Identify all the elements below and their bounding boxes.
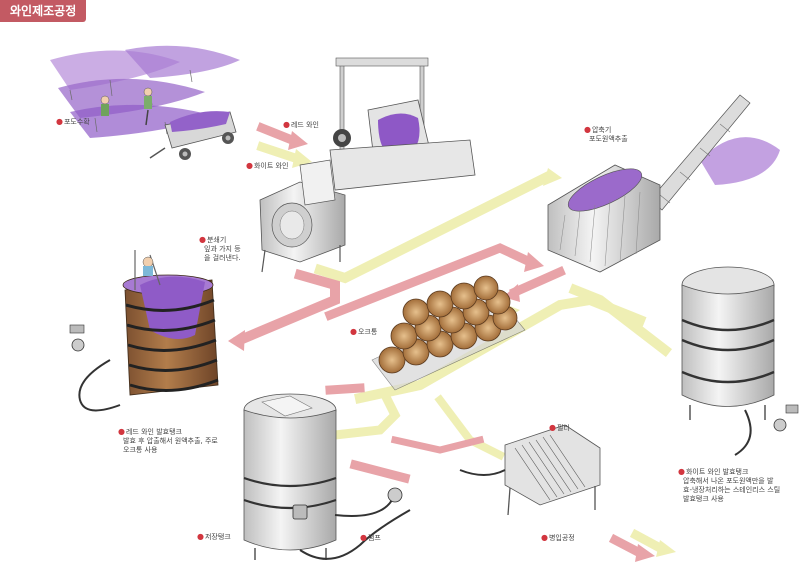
white-arrow-head-1 xyxy=(292,149,312,168)
oak-barrels xyxy=(371,275,526,391)
marker-dot-icon: ● xyxy=(584,125,591,134)
red-arrow-head-5 xyxy=(635,544,655,562)
label-white-wine: ●화이트 와인 xyxy=(246,161,289,170)
red-arrow-head-3 xyxy=(524,252,544,272)
storage-tank xyxy=(243,393,411,560)
marker-dot-icon: ● xyxy=(197,532,204,541)
marker-dot-icon: ● xyxy=(678,467,685,476)
red-arrow-head-2 xyxy=(228,330,245,351)
marker-dot-icon: ● xyxy=(118,427,125,436)
label-pump: ●펌프 xyxy=(360,533,381,542)
white-wine-tank xyxy=(681,266,799,456)
marker-dot-icon: ● xyxy=(541,533,548,542)
press xyxy=(547,94,780,273)
red-flow-harvest-crusher xyxy=(256,122,298,146)
white-flow-crusher-press xyxy=(313,171,552,284)
label-white-tank: ●화이트 와인 발효탱크 압축해서 나온 포도원액만을 발 효-냉장처리하는 스… xyxy=(678,467,781,503)
red-flow-tank-storage xyxy=(325,383,365,395)
label-crusher: ●분쇄기 잎과 가지 등 을 걸러낸다. xyxy=(199,235,241,262)
label-oak: ●오크통 xyxy=(350,327,378,336)
red-arrow-head-1 xyxy=(288,131,308,150)
marker-dot-icon: ● xyxy=(56,117,63,126)
white-flow-bottling xyxy=(629,528,667,555)
white-arrow-head-2 xyxy=(543,168,562,186)
label-red-wine: ●레드 와인 xyxy=(283,120,319,129)
white-flow-oak-storage xyxy=(330,388,401,440)
label-filter: ●필터 xyxy=(549,423,570,432)
marker-dot-icon: ● xyxy=(283,120,290,129)
pump-unit xyxy=(299,487,411,560)
page-title: 와인제조공정 xyxy=(0,0,87,22)
red-flow-press-oak xyxy=(509,266,566,298)
white-tank-valve xyxy=(734,404,799,456)
label-storage: ●저장탱크 xyxy=(197,532,231,541)
label-bottling: ●병입공정 xyxy=(541,533,575,542)
filter-machine xyxy=(459,424,601,516)
label-harvest: ●포도수확 xyxy=(56,117,90,126)
marker-dot-icon: ● xyxy=(360,533,367,542)
crusher xyxy=(259,57,476,273)
marker-dot-icon: ● xyxy=(549,423,556,432)
red-flow-filter-up xyxy=(390,435,485,454)
red-flow-bottling xyxy=(608,533,647,560)
marker-dot-icon: ● xyxy=(199,235,206,244)
label-red-tank: ●레드 와인 발효탱크 발효 후 압출해서 원액추출, 주로 오크통 사용 xyxy=(118,427,218,454)
red-tank-valve xyxy=(69,324,121,412)
white-arrow-head-5 xyxy=(656,540,676,557)
grape-cart xyxy=(149,111,237,160)
red-flow-to-oak xyxy=(324,243,536,321)
red-wine-tank xyxy=(69,250,219,412)
white-flow-harvest-crusher xyxy=(256,141,301,164)
harvest-workers xyxy=(100,87,153,126)
vineyard xyxy=(50,45,240,160)
marker-dot-icon: ● xyxy=(350,327,357,336)
white-flow-tank-storage xyxy=(354,294,647,404)
red-flow-storage-filter xyxy=(349,459,411,484)
label-press: ●압축기 포도원액추출 xyxy=(584,125,628,143)
red-flow-crusher-tank xyxy=(233,268,340,347)
marker-dot-icon: ● xyxy=(246,161,253,170)
